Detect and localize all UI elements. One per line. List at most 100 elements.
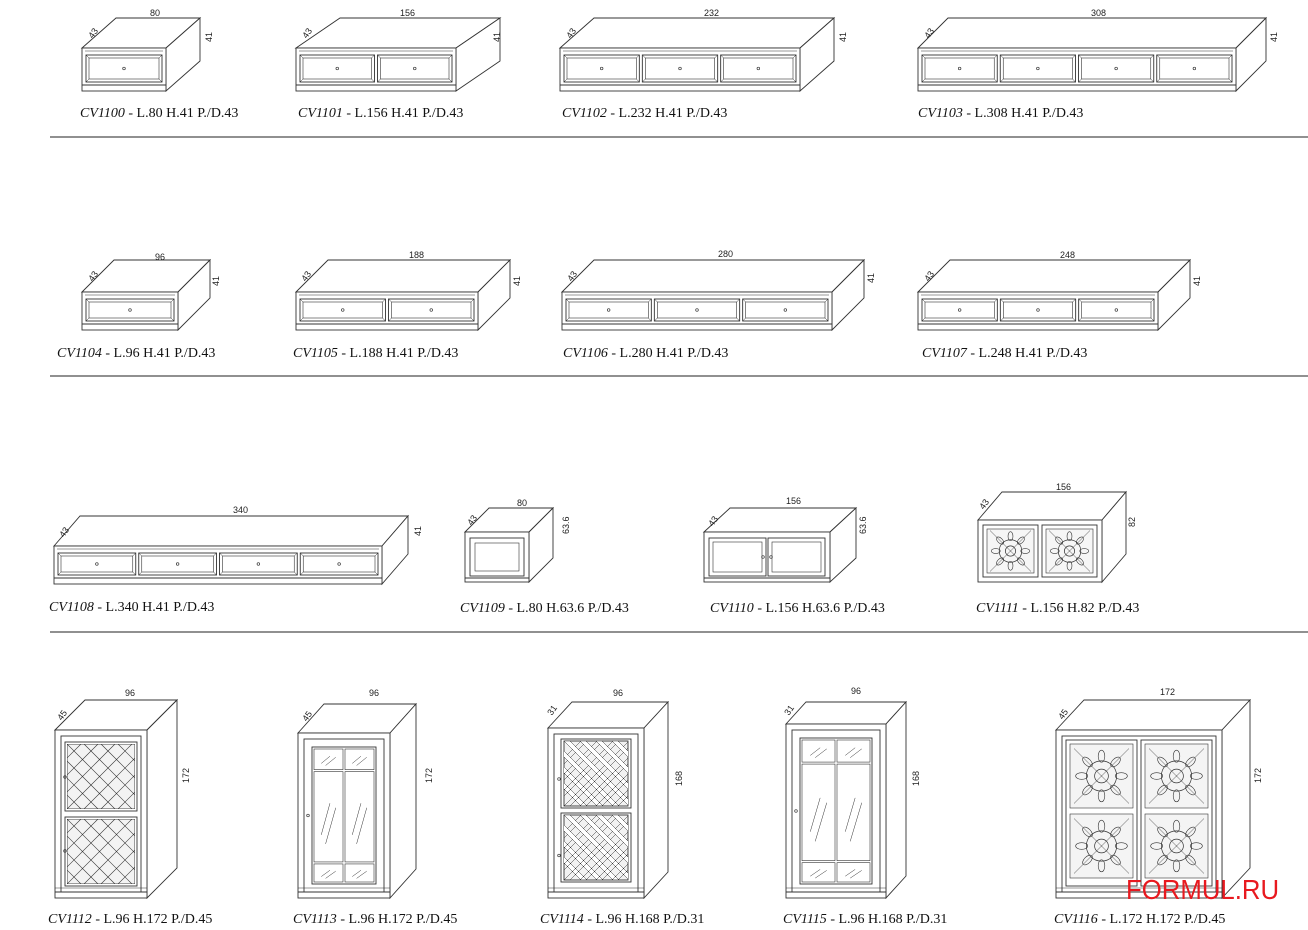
- glass-pane: [313, 771, 344, 863]
- door-inner-frame: [64, 816, 138, 887]
- bevel-line: [994, 317, 998, 322]
- woven-strip: [595, 741, 628, 774]
- drawer-panel: [568, 301, 649, 319]
- lattice-line: [169, 744, 234, 809]
- knob-icon: [769, 555, 773, 559]
- carving-petal: [1075, 772, 1089, 780]
- carving-line: [1148, 748, 1205, 804]
- cabinet-top-face: [53, 515, 409, 547]
- cabinet-side-face: [885, 700, 907, 900]
- glass-reflection: [850, 748, 862, 758]
- bevel-line: [792, 54, 797, 59]
- knob-icon: [1036, 66, 1040, 71]
- carving-petal: [1066, 531, 1073, 542]
- cabinet-top-face: [1054, 699, 1252, 731]
- drawer-panel: [924, 301, 995, 319]
- lattice-line: [117, 819, 135, 837]
- cabinet-cv1115: [784, 700, 908, 900]
- bevel-line: [470, 317, 475, 322]
- bevel-line: [138, 552, 142, 557]
- lattice-line: [67, 744, 133, 809]
- drawer-panel: [141, 555, 214, 573]
- knob-icon: [95, 562, 99, 566]
- cabinet-side-face: [643, 700, 669, 900]
- cabinet-cv1114: [546, 700, 731, 900]
- knob-icon: [761, 555, 765, 559]
- bevel-line: [636, 54, 640, 59]
- carving-petal: [1049, 548, 1060, 554]
- knob-icon: [607, 308, 611, 312]
- bevel-line: [299, 298, 304, 303]
- bevel-line: [1000, 317, 1004, 322]
- bevel-line: [1228, 54, 1233, 59]
- knob-icon: [783, 308, 787, 312]
- door-inner-frame: [560, 738, 632, 809]
- cabinet-front: [703, 531, 831, 583]
- woven-strip: [564, 741, 620, 797]
- carving-petal: [1172, 819, 1181, 833]
- drawer-panel: [723, 57, 794, 80]
- bevel-line: [565, 298, 570, 303]
- lattice-line: [186, 744, 251, 809]
- drawer-front: [999, 298, 1077, 322]
- carving-ring: [1169, 768, 1184, 784]
- bevel-line: [170, 298, 175, 303]
- drawer-front: [653, 298, 741, 322]
- carving-ring: [998, 539, 1023, 563]
- woven-group: [564, 741, 731, 806]
- drawer-front: [388, 298, 475, 322]
- bevel-line: [742, 298, 746, 303]
- lattice-line: [100, 774, 135, 809]
- drawer-panel: [1081, 57, 1152, 80]
- knob-icon: [341, 308, 345, 312]
- lattice-line: [67, 819, 133, 884]
- lattice-line: [169, 819, 234, 884]
- carving-line: [1073, 818, 1130, 874]
- bevel-line: [994, 298, 998, 303]
- bevel-line: [642, 78, 646, 83]
- bevel-line: [138, 571, 142, 576]
- lattice-line: [0, 819, 64, 884]
- carving-ring: [1064, 545, 1075, 557]
- carving-petal: [1172, 789, 1181, 803]
- carving-petal: [1172, 749, 1181, 763]
- bevel-line: [57, 571, 62, 576]
- bevel-line: [374, 552, 379, 557]
- drawer-front: [138, 552, 217, 576]
- door-inner-frame: [560, 812, 632, 883]
- woven-strip: [660, 741, 731, 806]
- cabinet-top-face: [916, 17, 1268, 49]
- woven-strip: [660, 741, 731, 806]
- bevel-line: [1156, 78, 1160, 83]
- woven-strip: [564, 741, 628, 806]
- drawer-panel: [222, 555, 295, 573]
- carving-line: [1073, 748, 1130, 804]
- lattice-line: [117, 791, 135, 809]
- lattice-line: [117, 744, 135, 762]
- knob-icon: [678, 66, 682, 71]
- lattice-line: [0, 744, 64, 809]
- bevel-line: [371, 54, 375, 59]
- bevel-line: [1000, 54, 1004, 59]
- drawer-panel: [302, 301, 383, 319]
- drawer-panel: [1003, 301, 1073, 319]
- bevel-line: [448, 54, 453, 59]
- lattice-line: [203, 819, 268, 884]
- drawer-panel: [1081, 301, 1152, 319]
- bevel-line: [448, 78, 453, 83]
- glass-reflection: [810, 747, 821, 756]
- cabinet-cv1103: [916, 16, 1268, 93]
- drawer-front: [565, 298, 652, 322]
- bevel-line: [1000, 298, 1004, 303]
- cabinet-cv1111: [977, 490, 1127, 584]
- drawer-front: [299, 552, 379, 576]
- carving-ring: [1094, 838, 1109, 854]
- cabinet-top-face: [560, 259, 866, 293]
- cabinet-top-face: [558, 17, 836, 49]
- door-frame: [469, 537, 525, 577]
- cabinet-front: [464, 531, 530, 583]
- bevel-line: [299, 317, 304, 322]
- drawer-panel: [302, 57, 372, 80]
- cabinet-front: [297, 732, 391, 899]
